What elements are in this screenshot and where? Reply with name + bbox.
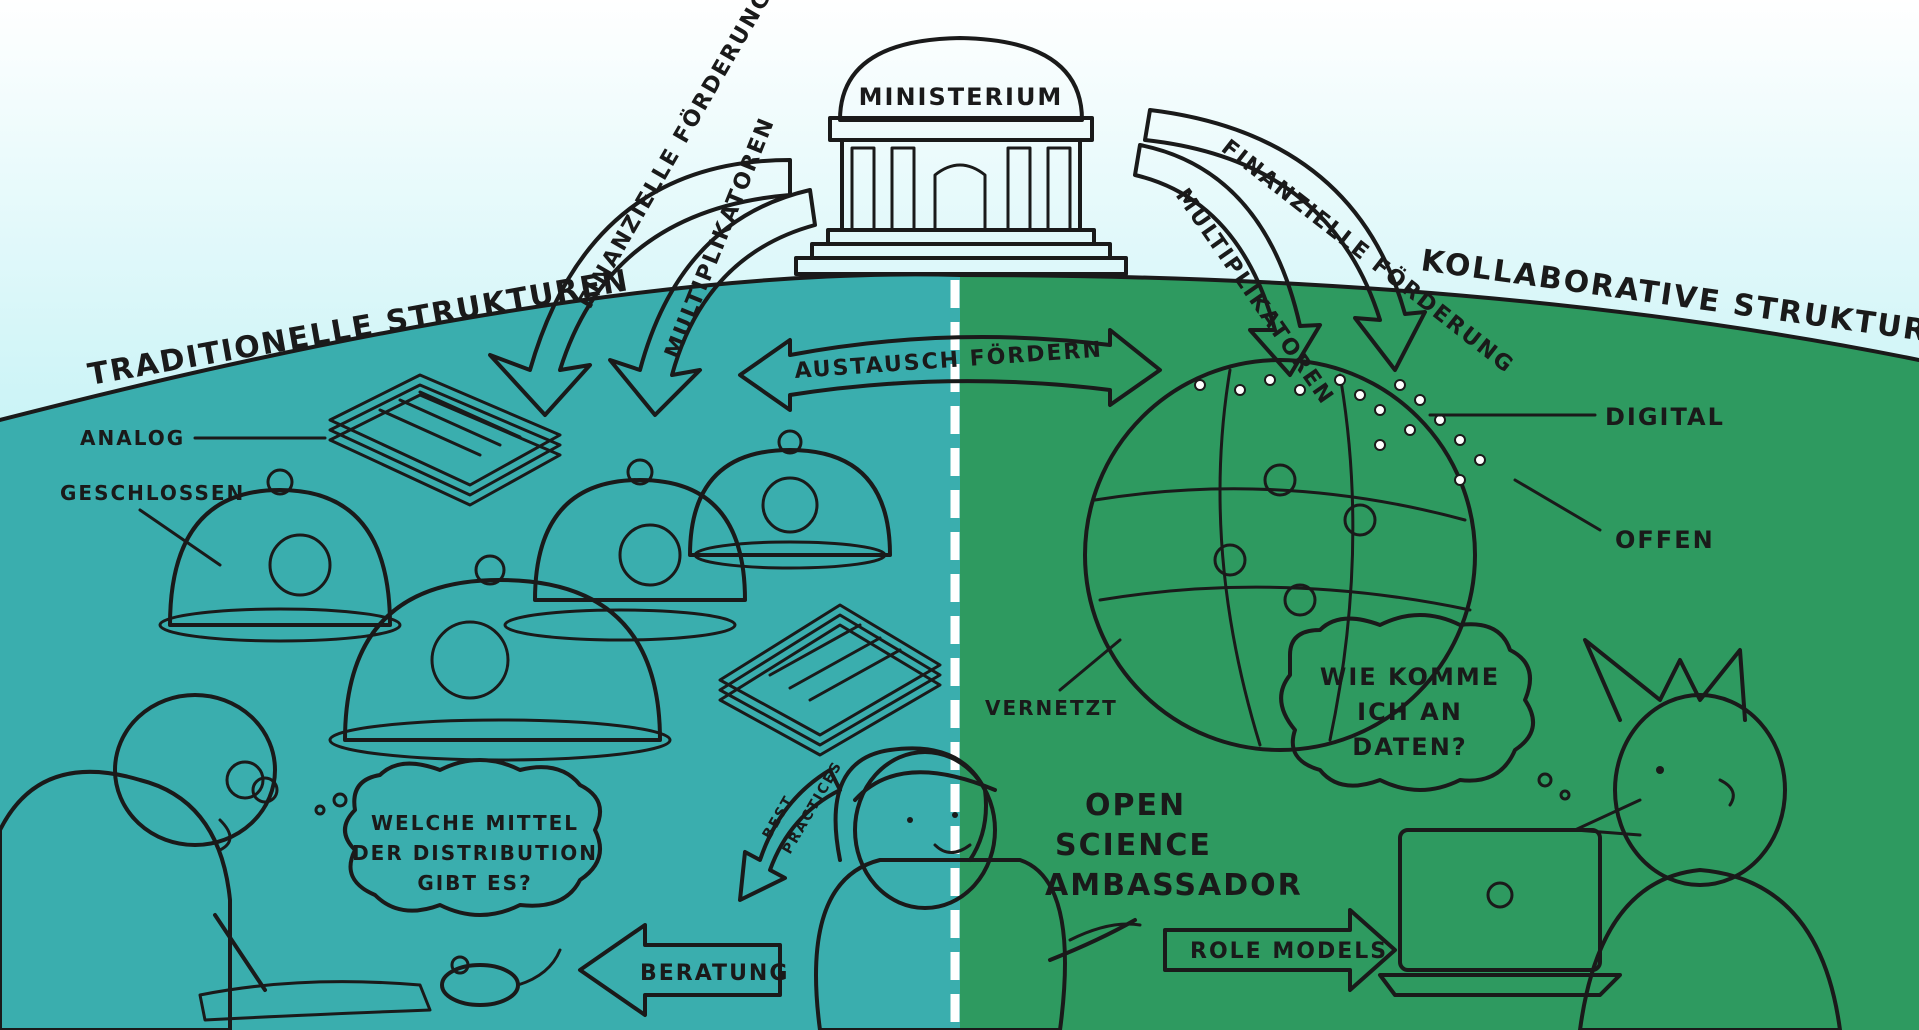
advice-label: BERATUNG [640,961,789,986]
building-label: MINISTERIUM [859,83,1064,111]
bubble-left-line-1: WELCHE MITTEL [371,811,579,835]
mouse-icon [440,948,562,1007]
building-icon: MINISTERIUM [794,36,1128,276]
role-models-label: ROLE MODELS [1190,939,1388,964]
dome-icon [158,468,402,643]
ambassador-label-3: AMBASSADOR [1045,868,1303,903]
pen-icon [213,913,267,992]
bubble-right-line-1: WIE KOMME [1320,663,1500,691]
dome-icon [328,554,672,762]
bubble-left-line-2: DER DISTRIBUTION [352,841,598,865]
right-ground [960,275,1919,1030]
networked-pointer [1058,638,1122,692]
ambassador-label-1: OPEN [1085,788,1186,823]
closed-pointer [138,508,222,567]
left-ground [0,274,960,1030]
ambassador-figure [814,746,1142,1030]
bubble-right-line-3: DATEN? [1352,733,1467,761]
digital-label: DIGITAL [1605,403,1725,431]
dome-icon [688,429,892,570]
open-pointer [1513,478,1602,532]
closed-label: GESCHLOSSEN [60,481,245,505]
ambassador-label-2: SCIENCE [1055,828,1212,863]
paper-stack-icon [328,373,562,507]
paper-stack-icon [718,603,942,757]
bubble-left-line-3: GIBT ES? [417,871,532,895]
puzzle-globe-icon [1083,358,1477,752]
researcher-figure-left [0,693,279,1030]
thought-bubble-right: WIE KOMME ICH AN DATEN? [1279,613,1571,801]
role-models-arrow: ROLE MODELS [1163,908,1397,992]
advice-arrow: BERATUNG [578,923,789,1017]
data-particles [1194,374,1486,486]
networked-label: VERNETZT [985,696,1118,720]
open-label: OFFEN [1615,526,1715,554]
thought-bubble-left: WELCHE MITTEL DER DISTRIBUTION GIBT ES? [314,758,602,917]
bubble-right-line-2: ICH AN [1357,698,1463,726]
paper-sheet [198,980,432,1022]
analog-label: ANALOG [80,426,185,450]
dome-icon [503,458,747,642]
laptop-icon [1378,828,1622,997]
